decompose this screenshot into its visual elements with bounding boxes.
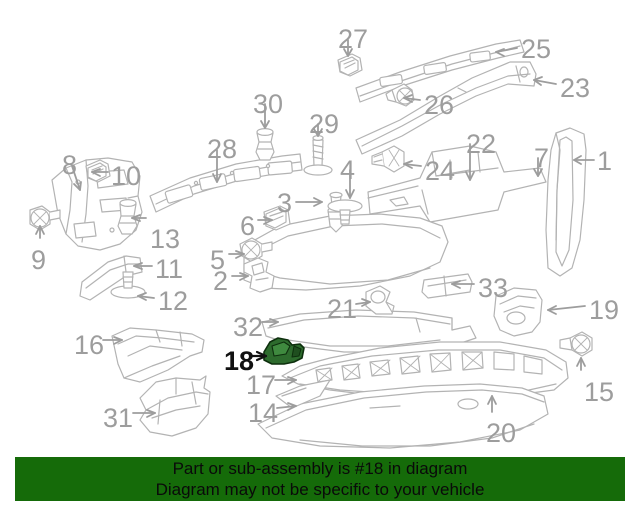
- callout-label-8: 8: [62, 150, 78, 180]
- callout-label-20: 20: [486, 418, 517, 448]
- callout-label-23: 23: [560, 73, 591, 103]
- part-11-support-arm: [79, 255, 143, 301]
- part-27-barrel-clip: [337, 53, 363, 77]
- part-30-push-pin: [255, 128, 275, 161]
- callout-label-10: 10: [111, 161, 142, 191]
- callout-label-1: 1: [597, 146, 613, 176]
- callout-label-19: 19: [589, 295, 620, 325]
- callout-label-25: 25: [521, 34, 552, 64]
- callout-label-6: 6: [240, 211, 256, 241]
- callout-label-18: 18: [224, 346, 255, 376]
- callout-label-11: 11: [155, 254, 184, 284]
- callout-label-4: 4: [340, 155, 356, 185]
- callout-label-28: 28: [207, 134, 238, 164]
- leader-line-18: [248, 350, 268, 362]
- leader-lines: [35, 39, 595, 418]
- banner-line-2: Diagram may not be specific to your vehi…: [155, 480, 485, 499]
- callout-label-9: 9: [31, 245, 47, 275]
- callout-label-13: 13: [150, 224, 181, 254]
- part-29-flange-screw: [303, 135, 333, 176]
- callout-label-17: 17: [246, 370, 277, 400]
- part-12-mushroom-clip: [110, 271, 146, 299]
- callout-label-32: 32: [233, 312, 264, 342]
- part-20-lower-valance: [257, 383, 549, 449]
- part-16-side-trim-upper: [111, 327, 205, 383]
- callout-label-7: 7: [534, 143, 550, 173]
- callout-label-12: 12: [158, 286, 189, 316]
- part-15-bolt-right: [559, 331, 593, 357]
- callout-label-33: 33: [478, 273, 509, 303]
- part-9-bolt-left: [29, 205, 61, 231]
- callout-label-15: 15: [584, 377, 615, 407]
- callout-label-5: 5: [210, 245, 226, 275]
- callout-label-31: 31: [103, 403, 134, 433]
- part-24-bolt-mid: [371, 145, 405, 173]
- banner-line-1: Part or sub-assembly is #18 in diagram: [172, 459, 468, 478]
- part-31-side-trim-lower: [139, 375, 211, 437]
- part-1-bumper-end-cap: [545, 127, 587, 277]
- callout-label-27: 27: [338, 24, 369, 54]
- info-banner: Part or sub-assembly is #18 in diagram D…: [15, 457, 625, 501]
- callout-label-30: 30: [253, 89, 284, 119]
- part-17-lower-reinforcement: [281, 341, 569, 399]
- callout-label-21: 21: [327, 294, 358, 324]
- callout-label-29: 29: [309, 109, 340, 139]
- callout-label-2: 2: [213, 266, 229, 296]
- part-18-highlighted-bracket: [263, 337, 305, 365]
- callout-label-22: 22: [466, 129, 497, 159]
- callout-label-14: 14: [248, 398, 279, 428]
- part-4-mushroom-clip: [327, 199, 363, 225]
- callout-label-24: 24: [425, 156, 456, 186]
- part-2-clip-bracket: [243, 257, 275, 293]
- callout-label-3: 3: [277, 188, 293, 218]
- part-13-push-pin: [117, 199, 138, 235]
- callout-label-26: 26: [424, 90, 455, 120]
- callout-label-16: 16: [74, 330, 105, 360]
- part-22-reinforcement-bar: [367, 145, 547, 223]
- part-21-small-clip: [365, 285, 395, 315]
- part-33-clip-strip: [421, 273, 473, 299]
- part-19-right-end-bracket: [493, 287, 543, 337]
